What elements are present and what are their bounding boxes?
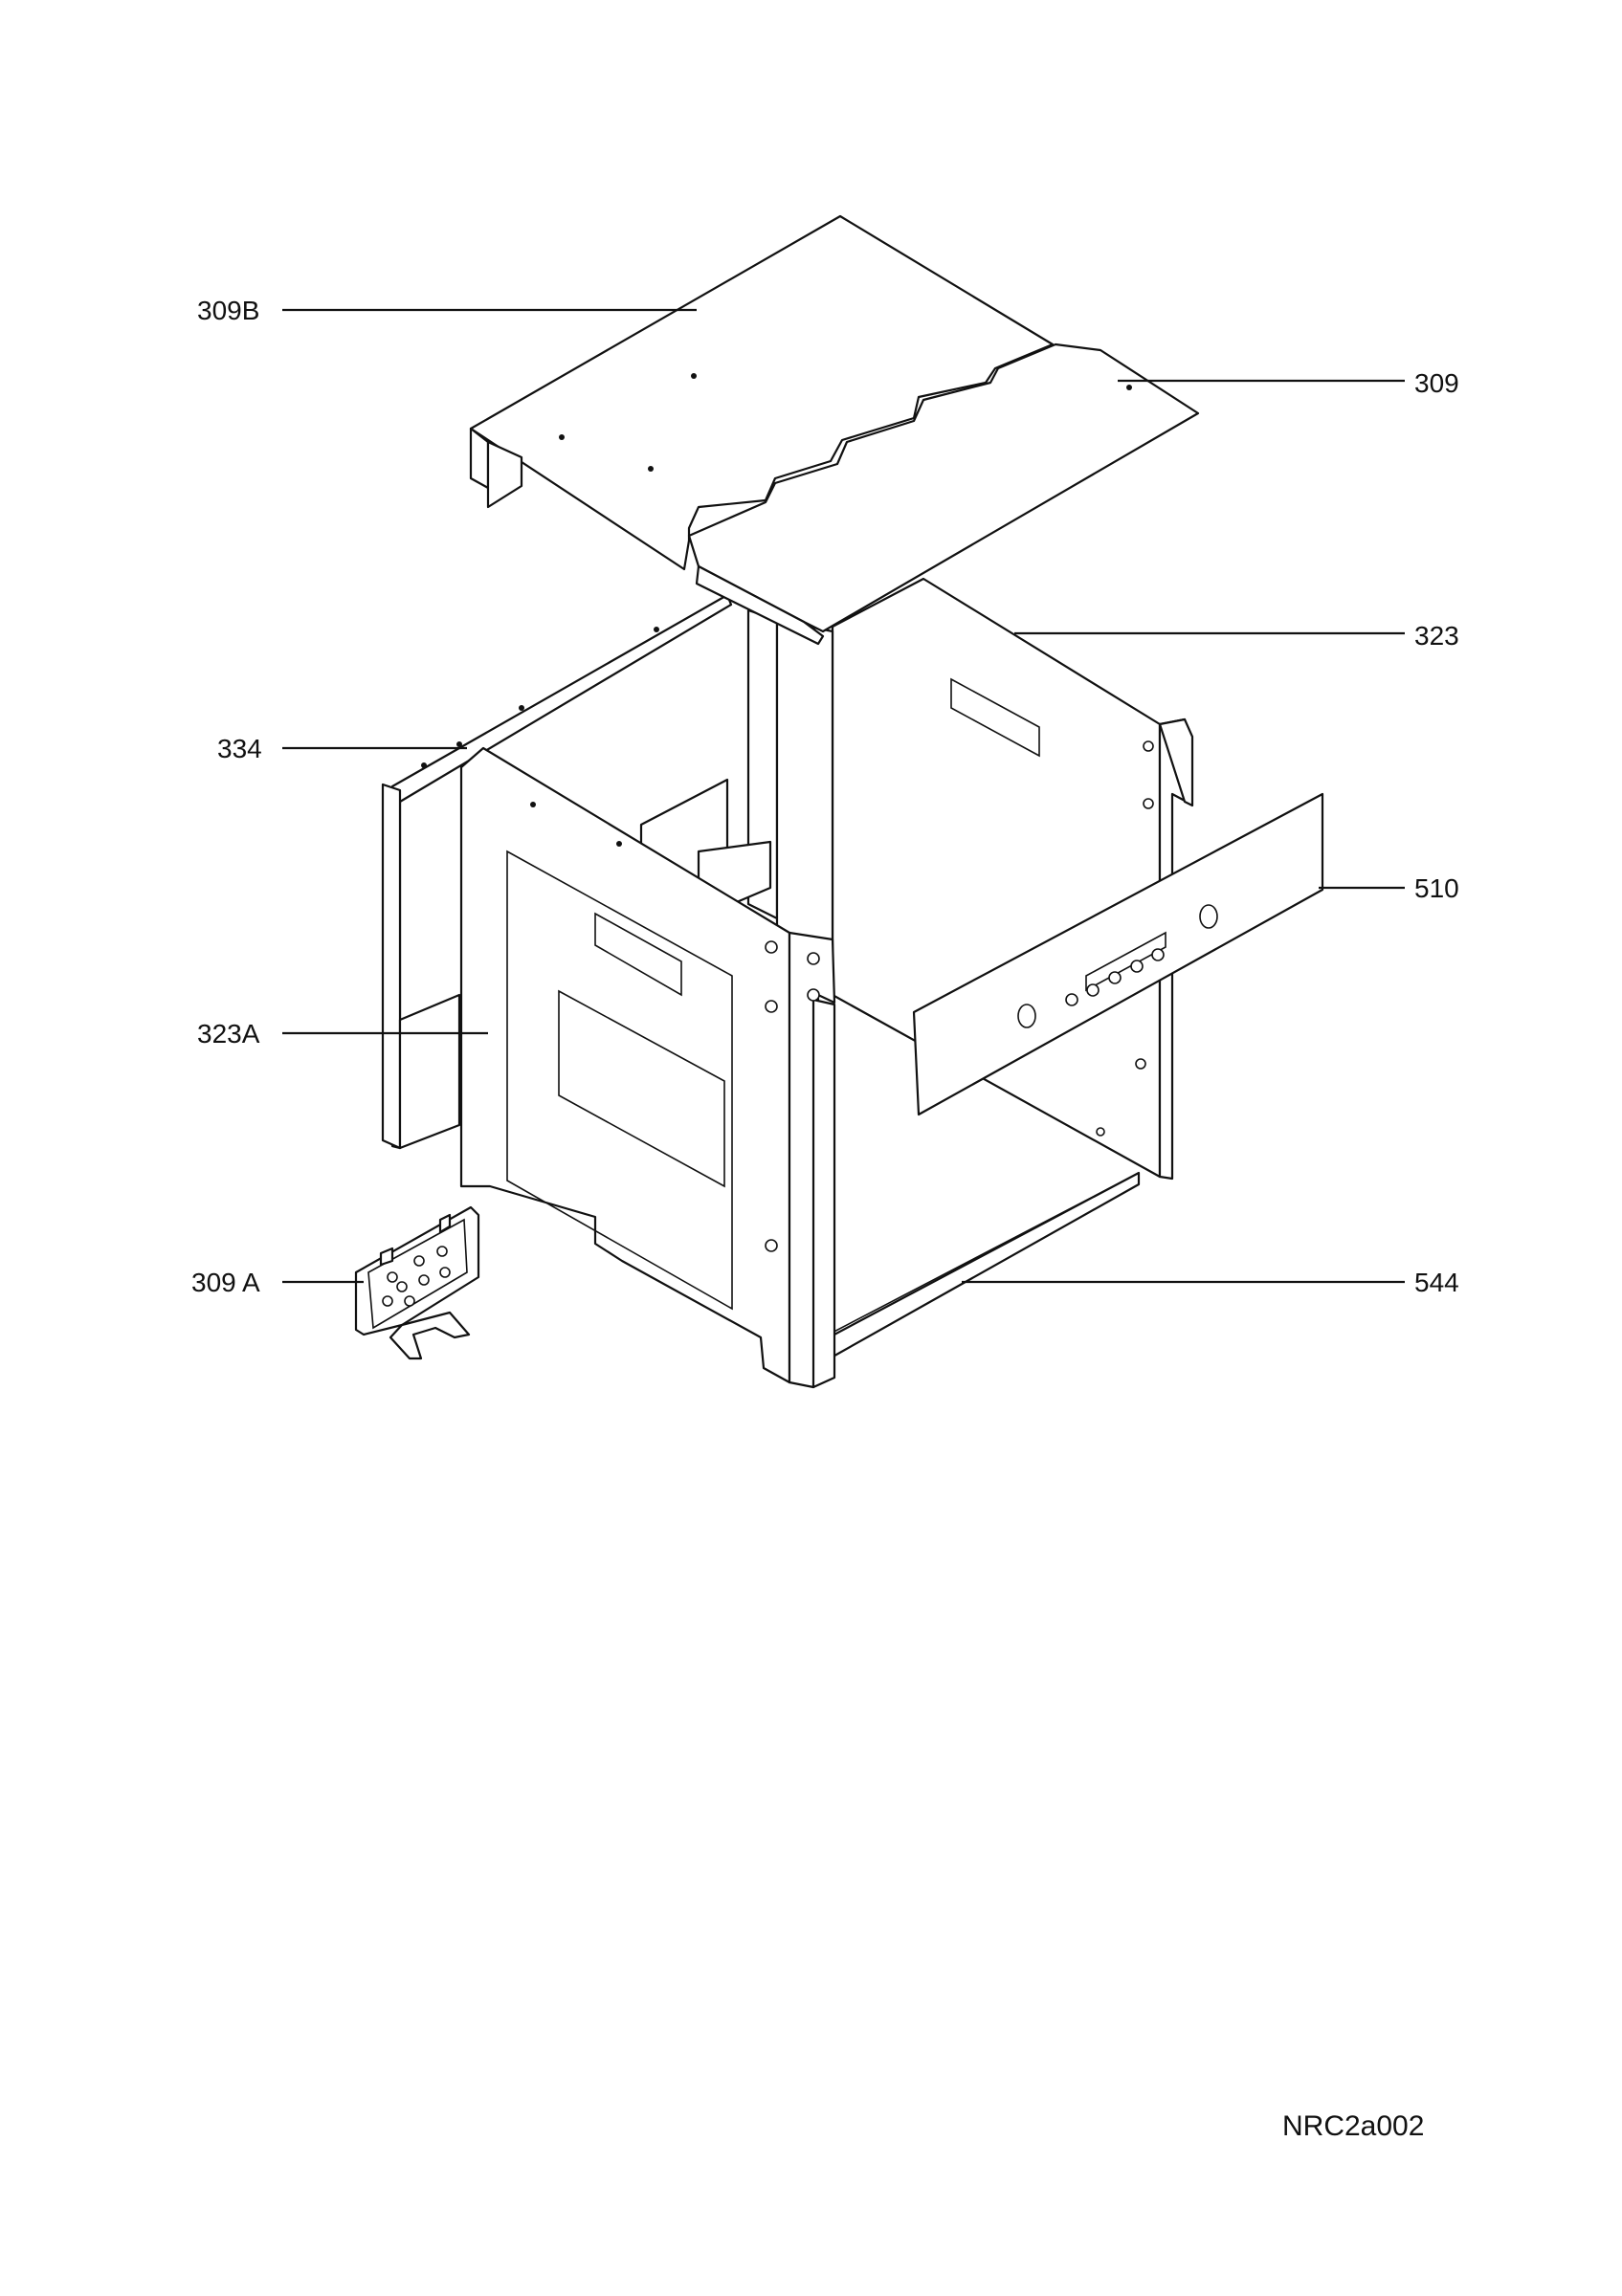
callout-323: 323 [1414, 621, 1459, 651]
part-544-bottom-rail [800, 1171, 1141, 1365]
callout-544: 544 [1414, 1268, 1459, 1297]
part-309-top-cover [687, 342, 1200, 646]
callout-334: 334 [217, 734, 262, 763]
callout-309b: 309B [197, 296, 259, 325]
part-309b-top-cover [469, 214, 1055, 571]
part-510-control-panel [912, 792, 1324, 1116]
part-323a-left-panel [459, 746, 836, 1389]
callout-309: 309 [1414, 368, 1459, 398]
leader-lines [282, 308, 1405, 1284]
document-code: NRC2a002 [1282, 2110, 1425, 2142]
callout-510: 510 [1414, 873, 1459, 903]
callout-309a: 309 A [191, 1268, 260, 1297]
part-309a-bracket [354, 1205, 480, 1360]
callout-323a: 323A [197, 1019, 260, 1049]
callout-labels: 309B 309 323 334 510 323A 309 A 544 [191, 296, 1459, 1297]
part-323-right-panel [831, 577, 1194, 1181]
